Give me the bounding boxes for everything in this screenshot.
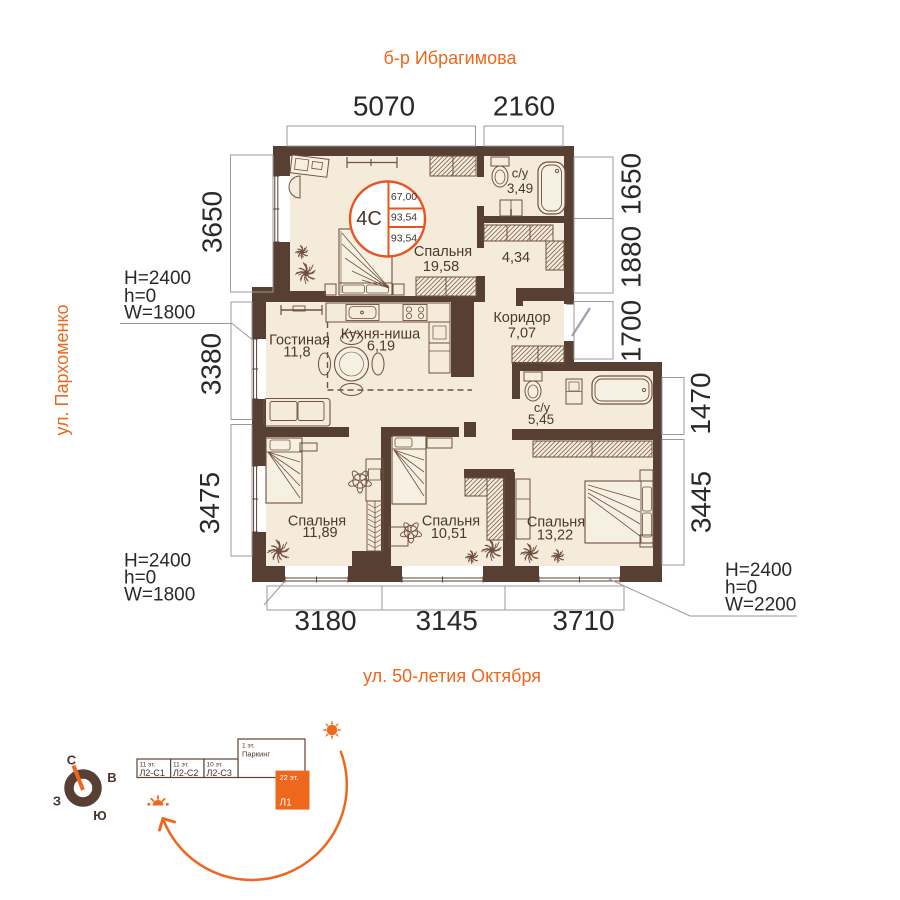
svg-text:5,45: 5,45 (528, 412, 554, 427)
svg-text:Спальня: Спальня (288, 514, 346, 530)
svg-text:Спальня: Спальня (414, 244, 472, 260)
svg-text:Спальня: Спальня (527, 515, 585, 531)
svg-text:3475: 3475 (194, 472, 225, 534)
svg-text:3710: 3710 (552, 605, 614, 636)
svg-text:ул. Пархоменко: ул. Пархоменко (52, 304, 72, 435)
svg-text:Ю: Ю (93, 808, 106, 823)
svg-text:с/у: с/у (534, 401, 551, 415)
svg-text:10 эт.: 10 эт. (207, 762, 223, 769)
svg-text:Л2-С2: Л2-С2 (173, 768, 198, 778)
svg-text:3145: 3145 (416, 605, 478, 636)
svg-text:5070: 5070 (353, 91, 415, 122)
svg-text:1650: 1650 (616, 153, 647, 215)
svg-text:3380: 3380 (196, 333, 227, 395)
svg-text:Л2-С1: Л2-С1 (140, 768, 165, 778)
svg-text:7,07: 7,07 (508, 326, 536, 342)
svg-text:93,54: 93,54 (391, 212, 417, 224)
svg-text:11,89: 11,89 (302, 525, 337, 541)
svg-text:67,00: 67,00 (391, 191, 417, 203)
svg-text:H=2400: H=2400 (124, 551, 191, 572)
svg-text:h=0: h=0 (124, 568, 156, 589)
svg-text:Л1: Л1 (280, 798, 293, 809)
svg-text:3,49: 3,49 (507, 181, 533, 196)
svg-text:Кухня-ниша: Кухня-ниша (341, 327, 421, 343)
svg-text:б-р Ибрагимова: б-р Ибрагимова (384, 48, 518, 68)
svg-text:З: З (53, 794, 61, 809)
svg-text:6,19: 6,19 (367, 339, 395, 355)
svg-text:Паркинг: Паркинг (242, 750, 270, 759)
svg-text:W=1800: W=1800 (124, 585, 195, 606)
svg-text:93,54: 93,54 (391, 233, 417, 245)
svg-text:3180: 3180 (294, 605, 356, 636)
svg-text:W=1800: W=1800 (124, 303, 195, 324)
svg-text:3445: 3445 (686, 471, 717, 533)
svg-text:1700: 1700 (616, 300, 647, 362)
svg-text:11,8: 11,8 (283, 345, 310, 361)
svg-text:1 эт.: 1 эт. (242, 743, 255, 750)
svg-text:1470: 1470 (685, 372, 716, 434)
svg-text:3650: 3650 (197, 191, 228, 253)
svg-text:11 эт.: 11 эт. (173, 762, 189, 769)
svg-text:с/у: с/у (512, 166, 529, 181)
svg-text:11 эт.: 11 эт. (140, 762, 156, 769)
svg-text:Спальня: Спальня (422, 514, 480, 530)
svg-text:H=2400: H=2400 (725, 560, 792, 581)
svg-text:С: С (67, 753, 77, 768)
svg-text:1880: 1880 (616, 226, 647, 288)
svg-text:13,22: 13,22 (537, 528, 573, 544)
svg-text:4С: 4С (356, 208, 382, 230)
svg-text:h=0: h=0 (124, 286, 156, 307)
svg-text:Гостиная: Гостиная (269, 333, 330, 349)
svg-text:4,34: 4,34 (502, 250, 530, 266)
svg-text:10,51: 10,51 (431, 526, 467, 542)
svg-text:19,58: 19,58 (423, 259, 459, 275)
svg-text:H=2400: H=2400 (124, 268, 191, 289)
svg-text:W=2200: W=2200 (725, 594, 796, 615)
svg-text:Л2-С3: Л2-С3 (207, 768, 232, 778)
svg-text:h=0: h=0 (725, 577, 757, 598)
svg-text:В: В (107, 770, 116, 785)
svg-text:Коридор: Коридор (493, 310, 550, 326)
svg-text:ул. 50-летия Октября: ул. 50-летия Октября (363, 666, 541, 686)
svg-text:22 эт.: 22 эт. (280, 773, 299, 782)
svg-text:2160: 2160 (493, 91, 555, 122)
